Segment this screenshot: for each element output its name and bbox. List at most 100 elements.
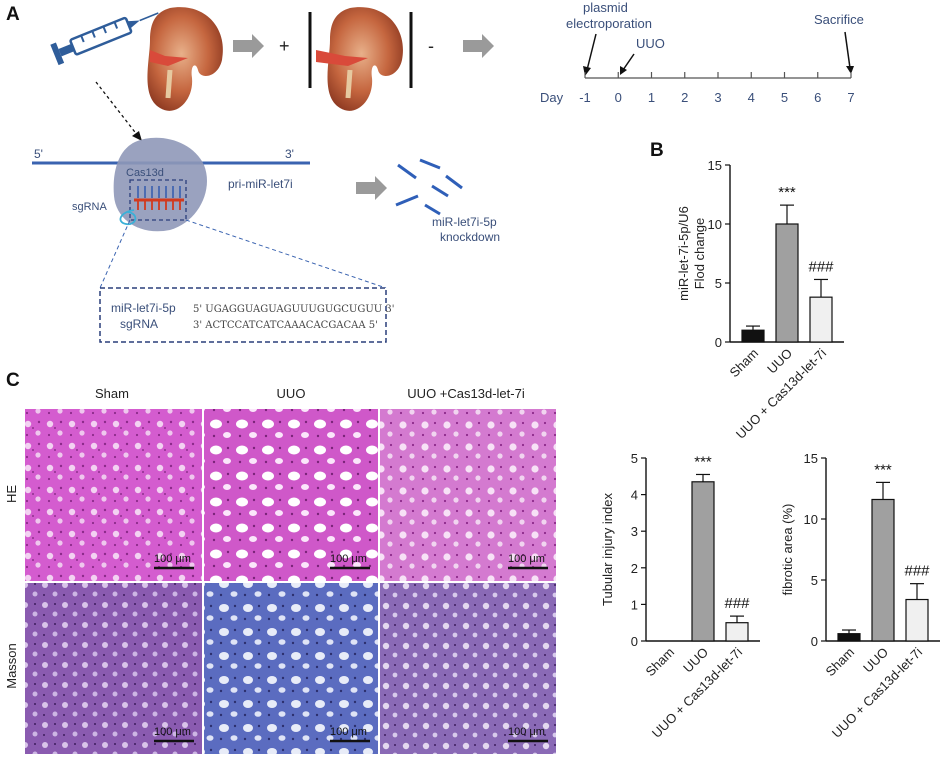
x-tick-label: UUO <box>764 346 795 377</box>
timeline-day-label: -1 <box>579 90 591 105</box>
micrograph-masson-cas13d <box>380 583 556 754</box>
y-axis-label-line: Flod change <box>692 218 707 290</box>
micrograph-he-sham <box>25 409 202 581</box>
timeline-day-label: 1 <box>648 90 655 105</box>
bar <box>775 223 799 343</box>
col-header-sham: Sham <box>95 386 129 401</box>
x-tick-label: Sham <box>642 645 677 680</box>
panel-a-letter: A <box>6 4 20 25</box>
bar <box>905 598 929 642</box>
row-header-masson: Masson <box>4 643 19 689</box>
scale-bar-label: 100 μm <box>508 553 545 565</box>
minus-sign: - <box>428 36 434 56</box>
timeline-day-label: 0 <box>615 90 622 105</box>
seq-sgrna: 3' ACTCCATCATCAAACACGACAA 5' <box>193 320 378 331</box>
cas13d-protein <box>113 137 207 232</box>
col-header-uuo: UUO <box>277 386 306 401</box>
event-sacrifice: Sacrifice <box>814 12 864 27</box>
zoom-line <box>99 219 131 289</box>
timeline-day-label: 3 <box>714 90 721 105</box>
y-tick-label: 4 <box>631 488 638 503</box>
day-label: Day <box>540 90 564 105</box>
syringe-icon <box>50 12 159 66</box>
x-tick-label: Sham <box>822 645 857 680</box>
y-tick-label: 0 <box>631 634 638 649</box>
y-tick-label: 3 <box>631 524 638 539</box>
significance-label: ### <box>808 258 834 275</box>
y-axis-label: Tubular injury index <box>600 493 615 606</box>
bar <box>837 633 861 642</box>
timeline-day-label: 4 <box>748 90 755 105</box>
plus-sign: + <box>279 36 290 56</box>
scale-bar-label: 100 μm <box>330 553 367 565</box>
timeline-day-label: 2 <box>681 90 688 105</box>
y-tick-label: 5 <box>811 573 818 588</box>
scale-bar-label: 100 μm <box>508 726 545 738</box>
bar <box>725 622 749 642</box>
y-tick-label: 15 <box>804 451 818 466</box>
sequence-box: miR-let7i-5p 5' UGAGGUAGUAGUUUGUGCUGUU 3… <box>99 287 394 343</box>
panel-c-letter: C <box>6 370 20 391</box>
row-header-he: HE <box>4 485 19 503</box>
bar <box>809 296 833 343</box>
scale-bar-label: 100 μm <box>154 726 191 738</box>
scale-bar: 100 μm <box>154 553 194 570</box>
y-tick-label: 0 <box>715 335 722 350</box>
three-prime-label: 3' <box>285 147 294 161</box>
y-tick-label: 10 <box>804 512 818 527</box>
arrow-icon <box>233 34 264 58</box>
scale-bar: 100 μm <box>330 553 370 570</box>
y-tick-label: 2 <box>631 561 638 576</box>
y-axis-label-line: fibrotic area (%) <box>780 504 795 596</box>
rna-fragments-icon <box>395 158 463 216</box>
timeline-day-label: 6 <box>814 90 821 105</box>
micrograph-he-cas13d <box>380 409 556 581</box>
micrograph-masson-sham <box>25 583 202 754</box>
significance-label: *** <box>874 461 892 478</box>
timeline-day-label: 7 <box>847 90 854 105</box>
y-tick-label: 5 <box>631 451 638 466</box>
x-tick-label: UUO <box>860 645 891 676</box>
sgrna-label: sgRNA <box>72 201 108 213</box>
y-axis-label: miR-let-7i-5p/U6Flod change <box>676 206 707 301</box>
cas13d-label: Cas13d <box>126 167 164 179</box>
scale-bar: 100 μm <box>330 726 370 743</box>
y-tick-label: 5 <box>715 276 722 291</box>
event-electroporation: electroporation <box>566 16 652 31</box>
micrograph-he-uuo <box>204 409 378 581</box>
col-header-cas13d: UUO +Cas13d-let-7i <box>407 386 525 401</box>
y-axis-label-line: miR-let-7i-5p/U6 <box>676 206 691 301</box>
kidney-icon <box>316 7 403 111</box>
y-axis-label-line: Tubular injury index <box>600 493 615 606</box>
y-axis-label: fibrotic area (%) <box>780 504 795 596</box>
zoom-line <box>185 219 387 289</box>
result-label-1: miR-let7i-5p <box>432 215 497 229</box>
y-tick-label: 15 <box>708 158 722 173</box>
significance-label: ### <box>904 563 930 580</box>
arrow-icon <box>356 176 387 200</box>
significance-label: *** <box>778 184 796 201</box>
timeline-day-label: 5 <box>781 90 788 105</box>
y-tick-label: 10 <box>708 217 722 232</box>
x-tick-label: UUO <box>680 645 711 676</box>
y-tick-label: 1 <box>631 597 638 612</box>
five-prime-label: 5' <box>34 147 43 161</box>
scale-bar: 100 μm <box>154 726 194 743</box>
result-label-2: knockdown <box>440 230 500 244</box>
panel-b-letter: B <box>650 140 664 161</box>
seq-name-mirna: miR-let7i-5p <box>111 301 176 315</box>
event-plasmid: plasmid <box>583 0 628 15</box>
scale-bar-label: 100 μm <box>154 553 191 565</box>
bar <box>691 481 715 642</box>
x-tick-label: Sham <box>726 346 761 381</box>
dashed-arrow <box>95 81 139 137</box>
bar <box>741 329 765 343</box>
scale-bar: 100 μm <box>508 553 548 570</box>
seq-name-sgrna: sgRNA <box>120 317 158 331</box>
cas13d-diagram: 5' 3' Cas13d sgRNA pri-miR-let7i <box>32 137 310 232</box>
micrograph-masson-uuo <box>204 583 378 754</box>
